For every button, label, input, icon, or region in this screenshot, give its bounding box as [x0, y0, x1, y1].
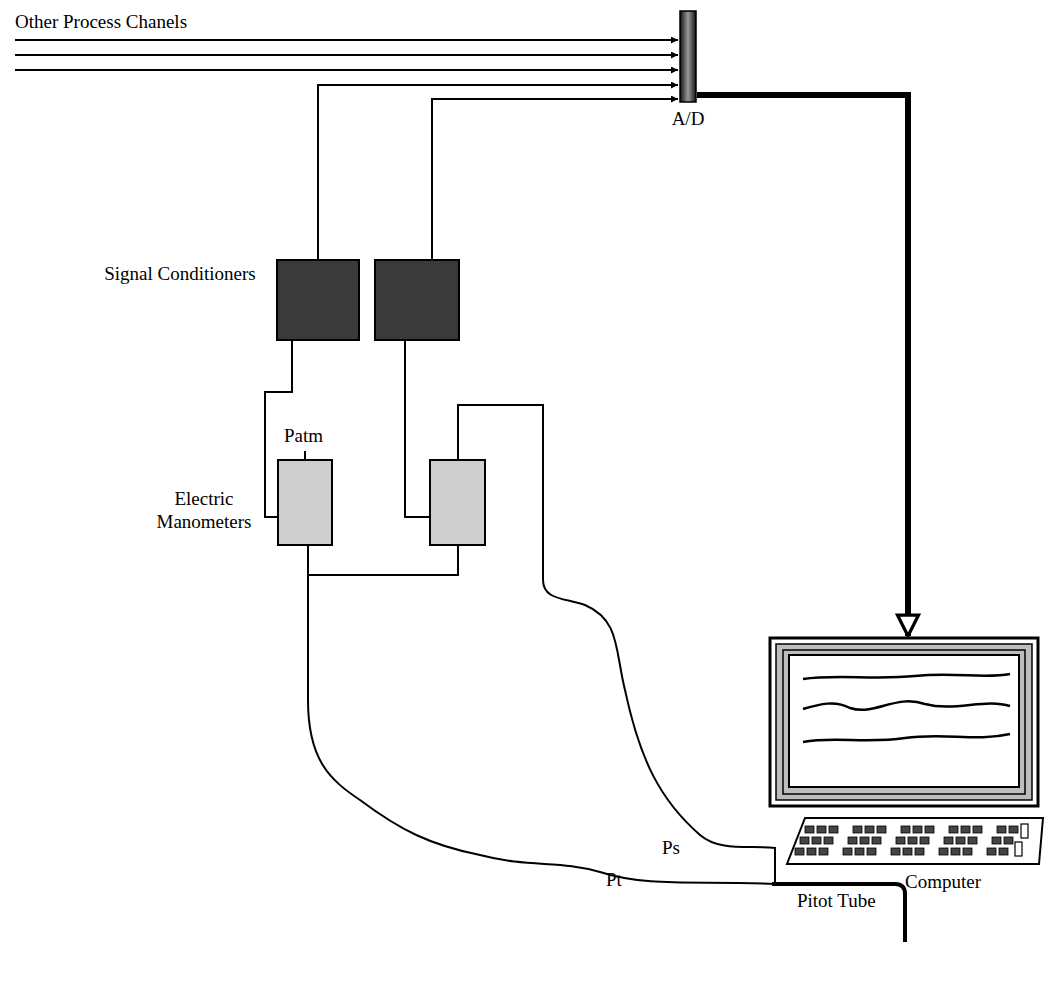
electric-manometer: [278, 460, 332, 545]
data-bus: [697, 95, 908, 636]
ad-converter: A/D: [679, 10, 697, 103]
signal-conditioner: [277, 260, 359, 340]
atm-port: [304, 451, 306, 460]
computer: Computer: [765, 624, 1045, 899]
group-label: Electric Manometers: [150, 487, 258, 533]
pressure-label: Patm: [284, 424, 323, 447]
signal-conditioner: [375, 260, 459, 340]
computer-label: Computer: [905, 870, 981, 893]
channel-wires: [15, 40, 678, 260]
pressure-label: Ps: [662, 836, 680, 859]
instrument-label: Pitot Tube: [797, 889, 876, 912]
ad-bar: [679, 10, 697, 103]
pressure-tubes: [308, 405, 775, 884]
pressure-label: Pt: [606, 868, 622, 891]
ad-label: A/D: [672, 107, 705, 130]
pitot-tube: [772, 884, 905, 942]
electric-manometer: [430, 460, 485, 545]
computer-drawing: [765, 624, 1045, 899]
group-label: Other Process Chanels: [15, 10, 187, 33]
group-label: Signal Conditioners: [95, 262, 265, 285]
